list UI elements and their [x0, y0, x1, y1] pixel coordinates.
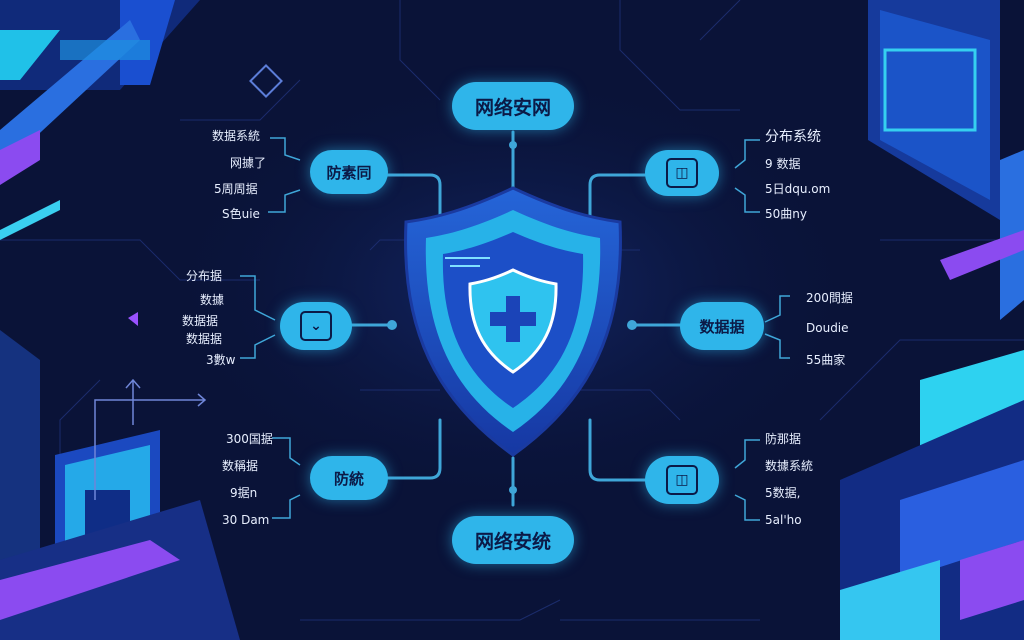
- chevron-down-icon: ⌄: [300, 311, 332, 341]
- annotation-text: 分布系统: [765, 129, 821, 145]
- hub-bottom-label: 网络安统: [474, 530, 551, 553]
- hub-top-pill[interactable]: 网络安网: [452, 82, 574, 130]
- annotation-text: 数据据: [182, 314, 219, 328]
- hub-bottom-pill[interactable]: 网络安统: [452, 516, 574, 564]
- node-right-bottom[interactable]: ◫: [645, 456, 719, 504]
- annotation-text: 9 数据: [765, 157, 801, 171]
- node-left-top[interactable]: 防素同: [310, 150, 388, 194]
- annotation-text: 200問据: [806, 291, 853, 305]
- node-right-mid-label: 数据据: [699, 317, 745, 336]
- node-right-mid[interactable]: 数据据: [680, 302, 764, 350]
- annotation-text: 3數w: [206, 353, 236, 367]
- annotation-text: 300国据: [226, 432, 273, 446]
- annotation-text: 防那据: [765, 432, 802, 446]
- annotation-text: 数据系統: [212, 129, 261, 143]
- node-left-bottom-label: 防統: [333, 469, 364, 488]
- annotation-text: 数稱据: [222, 459, 259, 473]
- document-icon: ◫: [666, 158, 698, 188]
- node-left-mid[interactable]: ⌄: [280, 302, 352, 350]
- node-left-top-label: 防素同: [326, 163, 372, 182]
- annotation-text: 分布据: [186, 269, 223, 283]
- annotation-text: 数據系統: [765, 459, 814, 473]
- annotation-text: S色uie: [222, 207, 260, 221]
- annotation-text: 数据据: [186, 332, 223, 346]
- server-icon: ◫: [666, 465, 698, 495]
- annotation-text: 数據: [200, 293, 225, 307]
- annotation-text: 55曲家: [806, 353, 846, 367]
- annotation-text: 30 Dam: [222, 513, 270, 527]
- shield-plus-icon: [404, 186, 622, 457]
- annotation-text: 50曲ny: [765, 207, 807, 221]
- node-left-bottom[interactable]: 防統: [310, 456, 388, 500]
- annotation-text: 5日dqu.om: [765, 182, 831, 196]
- annotation-text: 网據了: [230, 156, 267, 170]
- annotation-text: 5数据,: [765, 486, 801, 500]
- node-right-top[interactable]: ◫: [645, 150, 719, 196]
- annotation-text: 5周周据: [214, 182, 258, 196]
- annotation-text: Doudie: [806, 321, 849, 335]
- annotation-text: 9据n: [230, 486, 258, 500]
- hub-top-label: 网络安网: [474, 96, 551, 119]
- annotation-text: 5al'ho: [765, 513, 802, 527]
